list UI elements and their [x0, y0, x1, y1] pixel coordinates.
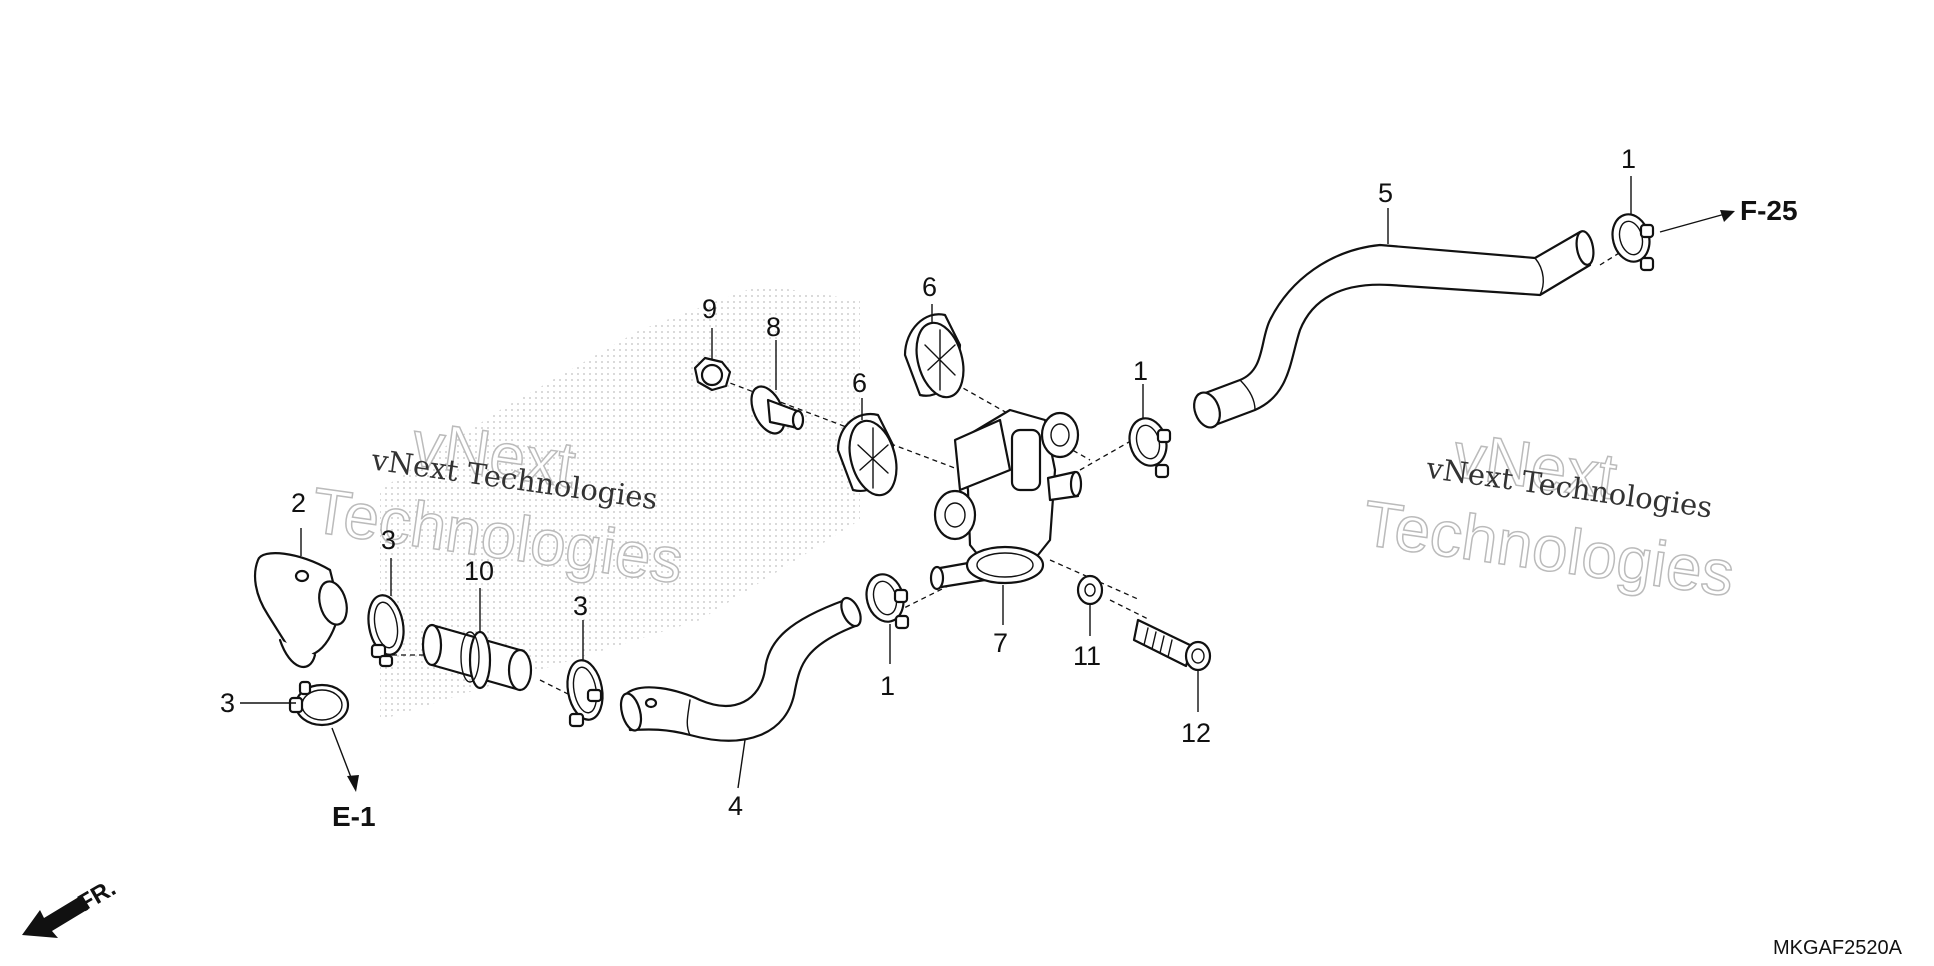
callout-3-upper: 3 [381, 525, 396, 555]
reference-arrow-f25 [1659, 210, 1735, 233]
leader-lines [240, 176, 1632, 789]
watermark-right: vNext Technologies vNext Technologies [1358, 418, 1739, 611]
callout-9: 9 [702, 294, 717, 324]
elbow-joint-part-2[interactable] [253, 552, 351, 668]
engine-shading [380, 285, 860, 720]
callout-3-left: 3 [220, 688, 235, 718]
callout-10: 10 [464, 556, 494, 586]
callout-6-lower: 6 [852, 368, 867, 398]
hose-clamp-part-3-right[interactable] [563, 658, 607, 728]
reference-label-e1[interactable]: E-1 [332, 801, 376, 832]
rubber-mount-part-6-lower[interactable] [836, 412, 904, 500]
bolt-part-12[interactable] [1132, 618, 1212, 672]
callout-4: 4 [728, 791, 743, 821]
callout-2: 2 [291, 488, 306, 518]
reference-arrow-e1 [331, 727, 359, 792]
callout-6-upper: 6 [922, 272, 937, 302]
front-direction-arrow-icon [22, 895, 90, 938]
valve-body-part-7[interactable] [929, 408, 1083, 591]
hose-clamp-part-3-lower[interactable] [288, 680, 350, 727]
collar-part-8[interactable] [745, 381, 805, 438]
hose-clamp-part-3-left[interactable] [364, 593, 408, 668]
washer-part-11[interactable] [1076, 574, 1104, 606]
watermark-left: vNext Technologies vNext Technologies [307, 406, 688, 597]
callout-8: 8 [766, 312, 781, 342]
diagram-code: MKGAF2520A [1773, 937, 1903, 959]
pipe-joint-part-10[interactable] [421, 623, 533, 692]
callout-1-middle: 1 [1133, 356, 1148, 386]
callout-7: 7 [993, 628, 1008, 658]
rubber-mount-part-6-upper[interactable] [903, 313, 971, 402]
callout-1-lower: 1 [880, 671, 895, 701]
callout-5: 5 [1378, 178, 1393, 208]
nut-part-9[interactable] [693, 356, 732, 392]
hose-clamp-part-1-lower[interactable] [861, 570, 910, 630]
hose-part-4[interactable] [617, 595, 864, 742]
hose-clamp-part-1-upper[interactable] [1607, 210, 1655, 272]
hose-clamp-part-1-middle[interactable] [1124, 414, 1172, 479]
callout-3-right: 3 [573, 591, 588, 621]
hose-part-5[interactable] [1190, 230, 1596, 431]
callout-12: 12 [1181, 718, 1211, 748]
callout-11: 11 [1073, 641, 1101, 671]
callout-labels: 1 1 1 2 3 3 3 4 5 6 6 7 8 9 10 11 12 [220, 144, 1636, 821]
reference-label-f25[interactable]: F-25 [1740, 195, 1798, 226]
callout-1-upper: 1 [1621, 144, 1636, 174]
